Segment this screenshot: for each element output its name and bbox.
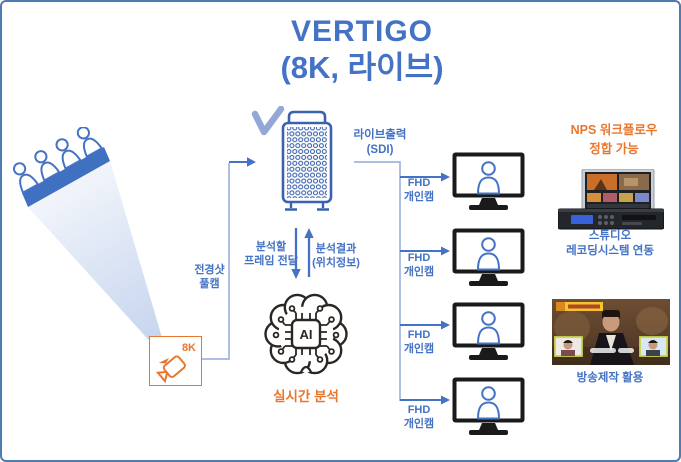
- subtitle-blur: [590, 348, 634, 353]
- person-icon: [476, 326, 501, 345]
- camera-beam: [28, 161, 163, 347]
- output-monitor-4: [452, 377, 525, 435]
- down-arrow-head-icon: [291, 269, 301, 279]
- nps-note: NPS 워크플로우 정합 가능: [570, 123, 658, 156]
- checkmark-icon: [251, 106, 285, 136]
- output-monitor-3: [452, 302, 525, 360]
- sdi-trunk-line: [354, 161, 401, 401]
- studio-caption: 스튜디오 레코딩시스템 연동: [566, 230, 654, 257]
- person-icon: [476, 252, 501, 271]
- video-camera-icon: [155, 355, 186, 384]
- realtime-analysis-label: 실시간 분석: [273, 389, 339, 404]
- output-monitor-2: [452, 228, 525, 286]
- 8k-badge: 8K: [181, 342, 196, 354]
- pip-right: [639, 336, 668, 357]
- to-ai-label: 분석할 프레임 전달: [244, 241, 298, 268]
- server-tower-icon: [281, 110, 333, 211]
- fhd-label-1: FHD 개인캠: [403, 177, 435, 204]
- stage-bar: [22, 147, 110, 207]
- pip-left: [554, 336, 583, 357]
- audience-scene: [12, 127, 163, 347]
- live-output-label: 라이브출력 (SDI): [353, 129, 407, 156]
- output-monitor-1: [452, 152, 525, 210]
- ai-brain-icon: AI: [264, 293, 348, 375]
- branch-arrows: [400, 176, 442, 401]
- ai-chip: [290, 318, 322, 350]
- audience-people-icons: [12, 127, 104, 195]
- title-line1: VERTIGO: [290, 15, 433, 48]
- camera-feed-label: 전경샷 풀캠: [194, 264, 225, 291]
- arrow-head-icon: [247, 157, 256, 167]
- camera-box: 8K: [149, 336, 202, 386]
- person-icon: [476, 401, 501, 420]
- recorder-device-image: [558, 169, 664, 230]
- page-title: VERTIGO (8K, 라이브): [162, 15, 562, 87]
- branch-arrow-heads: [441, 172, 450, 405]
- broadcast-caption: 방송제작 활용: [576, 372, 644, 384]
- fhd-label-2: FHD 개인캠: [403, 252, 435, 279]
- fhd-label-3: FHD 개인캠: [403, 329, 435, 356]
- up-arrow-head-icon: [304, 228, 314, 238]
- person-icon: [476, 176, 501, 195]
- ai-chip-text: AI: [300, 327, 313, 342]
- from-ai-label: 분석결과 (위치정보): [312, 243, 360, 270]
- title-line2: (8K, 라이브): [280, 50, 444, 85]
- broadcast-frame-image: [552, 299, 670, 365]
- fhd-label-4: FHD 개인캠: [403, 404, 435, 431]
